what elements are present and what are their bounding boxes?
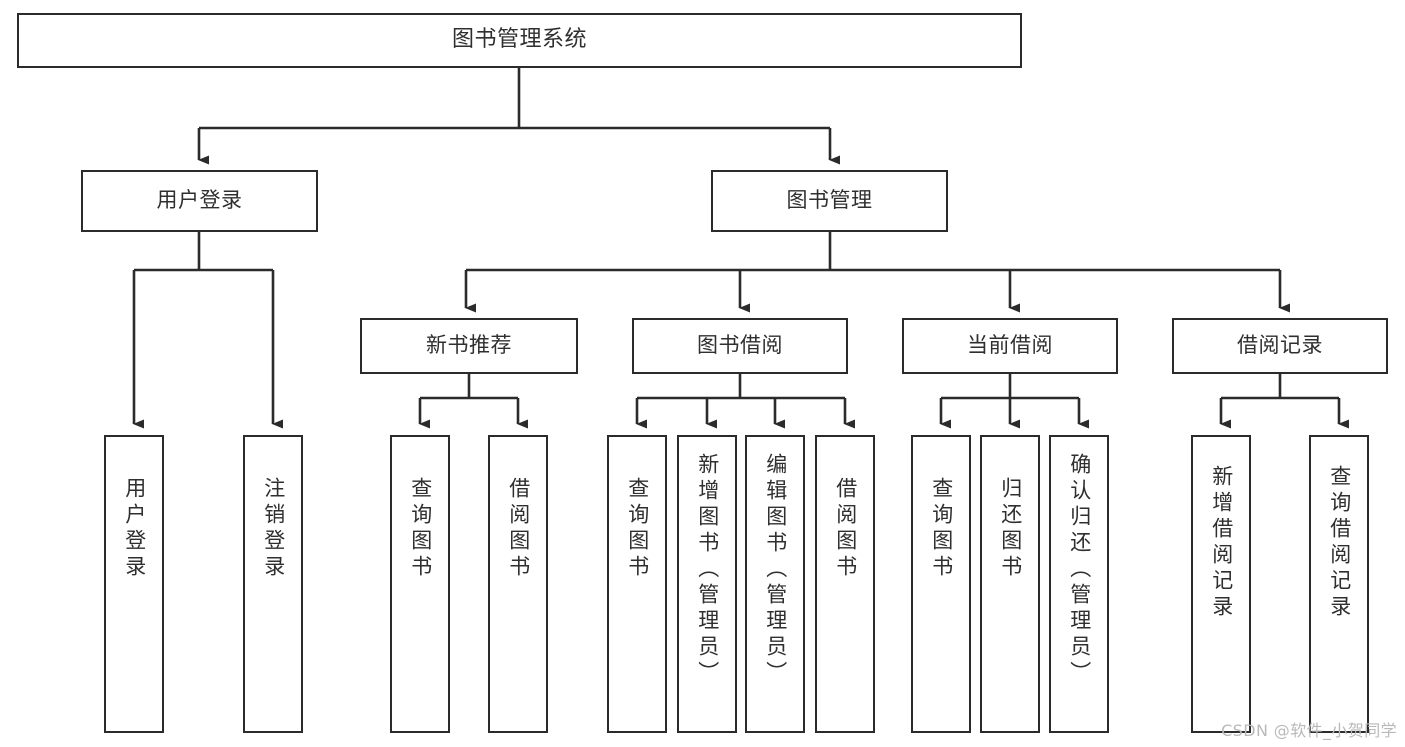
leaf-borrow-book-1[interactable]: 借阅图书: [488, 435, 548, 733]
leaf-query-book-2-label: 查询图书: [625, 477, 650, 581]
leaf-return-book-label: 归还图书: [998, 477, 1023, 581]
node-root[interactable]: 图书管理系统: [17, 13, 1022, 68]
leaf-logout-login-label: 注销登录: [261, 477, 286, 581]
leaf-query-book-1[interactable]: 查询图书: [390, 435, 450, 733]
leaf-edit-book-label: 编辑图书（管理员）: [763, 453, 788, 687]
leaf-add-book[interactable]: 新增图书（管理员）: [677, 435, 737, 733]
node-root-label: 图书管理系统: [451, 27, 587, 53]
node-user-login[interactable]: 用户登录: [81, 170, 318, 232]
node-user-login-label: 用户登录: [156, 188, 243, 213]
leaf-borrow-book-2[interactable]: 借阅图书: [815, 435, 875, 733]
node-current-borrow[interactable]: 当前借阅: [902, 318, 1118, 374]
node-book-manage-label: 图书管理: [786, 188, 873, 213]
leaf-logout-login[interactable]: 注销登录: [243, 435, 303, 733]
leaf-query-record[interactable]: 查询借阅记录: [1309, 435, 1369, 733]
leaf-confirm-return[interactable]: 确认归还（管理员）: [1049, 435, 1109, 733]
leaf-return-book[interactable]: 归还图书: [980, 435, 1040, 733]
leaf-add-book-label: 新增图书（管理员）: [695, 453, 720, 687]
node-book-borrow-label: 图书借阅: [697, 333, 783, 358]
leaf-add-record[interactable]: 新增借阅记录: [1191, 435, 1251, 733]
leaf-query-record-label: 查询借阅记录: [1327, 465, 1352, 621]
leaf-query-book-2[interactable]: 查询图书: [607, 435, 667, 733]
leaf-borrow-book-1-label: 借阅图书: [506, 477, 531, 581]
leaf-query-book-3[interactable]: 查询图书: [911, 435, 971, 733]
leaf-confirm-return-label: 确认归还（管理员）: [1067, 453, 1092, 687]
node-borrow-record-label: 借阅记录: [1237, 333, 1323, 358]
node-new-book-recommend-label: 新书推荐: [426, 333, 512, 358]
node-book-borrow[interactable]: 图书借阅: [632, 318, 848, 374]
leaf-borrow-book-2-label: 借阅图书: [833, 477, 858, 581]
leaf-edit-book[interactable]: 编辑图书（管理员）: [745, 435, 805, 733]
leaf-user-login[interactable]: 用户登录: [104, 435, 164, 733]
node-book-manage[interactable]: 图书管理: [711, 170, 948, 232]
leaf-query-book-1-label: 查询图书: [408, 477, 433, 581]
node-borrow-record[interactable]: 借阅记录: [1172, 318, 1388, 374]
watermark: CSDN @软件_小贺同学: [1221, 721, 1397, 740]
node-new-book-recommend[interactable]: 新书推荐: [360, 318, 578, 374]
leaf-add-record-label: 新增借阅记录: [1209, 465, 1234, 621]
leaf-user-login-label: 用户登录: [122, 477, 147, 581]
leaf-query-book-3-label: 查询图书: [929, 477, 954, 581]
node-current-borrow-label: 当前借阅: [967, 333, 1053, 358]
